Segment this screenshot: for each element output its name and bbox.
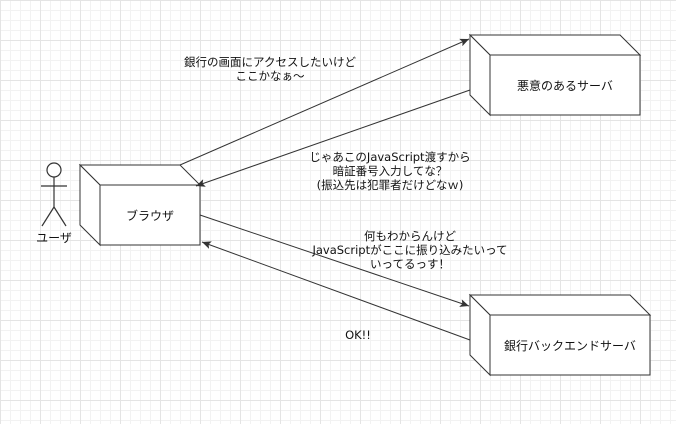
arrow-bank-to-browser xyxy=(201,241,471,341)
user-actor-icon xyxy=(41,162,67,227)
note-forward-to-bank: 何もわからんけど JavaScriptがここに振り込みたいって いってるっす！ xyxy=(312,229,508,271)
browser-box[interactable] xyxy=(78,163,202,247)
note-request-bank: 銀行の画面にアクセスしたいけど ここかなぁ～ xyxy=(184,55,356,83)
note-malicious-reply: じゃあこのJavaScript渡すから 暗証番号入力してな？ (振込先は犯罪者だ… xyxy=(309,150,471,192)
arrow-browser-to-bank xyxy=(199,214,470,307)
bank-backend-box[interactable] xyxy=(468,293,652,377)
arrow-malicious-to-browser xyxy=(195,89,471,187)
note-bank-ok: OK!! xyxy=(345,328,371,342)
malicious-server-box[interactable] xyxy=(468,33,642,117)
arrow-browser-to-malicious xyxy=(179,38,470,166)
